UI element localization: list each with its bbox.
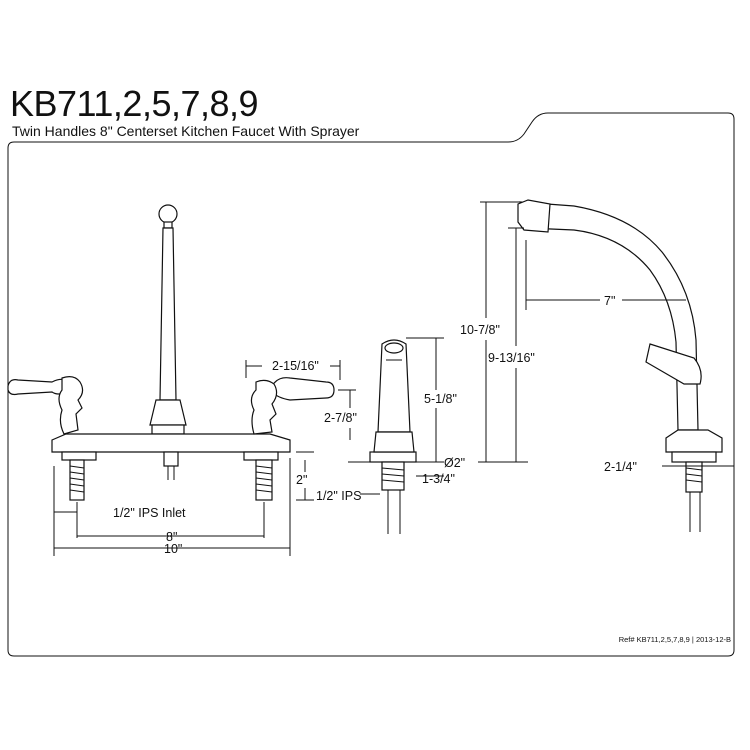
label-centers: 8" xyxy=(166,530,177,544)
label-shank-length: 2" xyxy=(296,473,307,487)
label-ips-inlet: 1/2" IPS Inlet xyxy=(113,506,186,520)
label-base-depth: 2-1/4" xyxy=(604,460,637,474)
side-dimension-lines xyxy=(478,201,734,467)
label-sprayer-diameter: Ø2" xyxy=(444,456,465,470)
drawing-frame xyxy=(7,112,735,657)
label-spout-height: 9-13/16" xyxy=(488,351,535,365)
faucet-side-profile xyxy=(517,199,723,532)
faucet-body xyxy=(7,204,335,501)
label-handle-width: 2-15/16" xyxy=(272,359,319,373)
label-base-width: 10" xyxy=(164,542,182,556)
label-sprayer-height: 5-1/8" xyxy=(424,392,457,406)
sprayer-dimension-lines xyxy=(348,337,444,495)
label-overall-height: 10-7/8" xyxy=(460,323,500,337)
label-spout-reach: 7" xyxy=(604,294,615,308)
label-sprayer-base: 1-3/4" xyxy=(422,472,455,486)
model-title: KB711,2,5,7,8,9 xyxy=(10,83,259,124)
reference-number: Ref# KB711,2,5,7,8,9 | 2013-12-B xyxy=(619,635,731,644)
label-handle-height: 2-7/8" xyxy=(324,411,357,425)
label-sprayer-ips: 1/2" IPS xyxy=(316,489,361,503)
product-description: Twin Handles 8" Centerset Kitchen Faucet… xyxy=(12,123,360,139)
sprayer xyxy=(369,339,417,534)
left-dimension-lines xyxy=(53,360,356,556)
